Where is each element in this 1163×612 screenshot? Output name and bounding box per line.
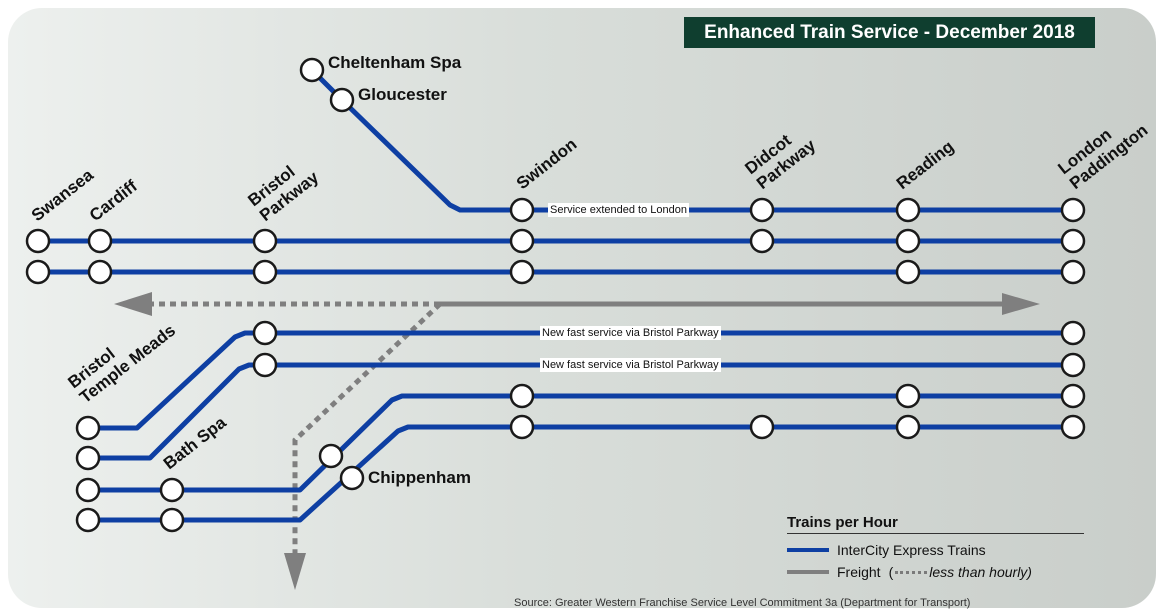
- station-marker-didcot-r1: [749, 197, 775, 223]
- legend-label-freight-less: less than hourly): [929, 564, 1032, 580]
- station-marker-bristol-parkway-r2: [252, 228, 278, 254]
- station-marker-reading-r3: [895, 259, 921, 285]
- station-marker-paddington-r6: [1060, 383, 1086, 409]
- station-marker-swindon-r2: [509, 228, 535, 254]
- station-marker-chippenham-r7: [339, 465, 365, 491]
- freight-arrow-west: [114, 292, 152, 316]
- station-marker-reading-r6: [895, 383, 921, 409]
- line-temple-meads-chippenham-2: [88, 424, 1073, 523]
- station-marker-bath-spa-r6: [159, 477, 185, 503]
- station-marker-didcot-r7: [749, 414, 775, 440]
- freight-line-south: [292, 302, 442, 555]
- station-marker-swindon-r6: [509, 383, 535, 409]
- station-marker-paddington-r3: [1060, 259, 1086, 285]
- line-temple-meads-chippenham-1: [88, 393, 1073, 493]
- note-fast-service-2: New fast service via Bristol Parkway: [540, 358, 721, 372]
- station-marker-bath-spa-r7: [159, 507, 185, 533]
- legend-item-intercity: InterCity Express Trains: [787, 539, 1084, 561]
- legend-title: Trains per Hour: [787, 514, 1084, 534]
- station-marker-didcot-r2: [749, 228, 775, 254]
- station-marker-swindon-r3: [509, 259, 535, 285]
- note-service-extended: Service extended to London: [548, 203, 689, 217]
- station-marker-paddington-r2: [1060, 228, 1086, 254]
- legend-freight-paren: (: [888, 564, 894, 580]
- diagram-title: Enhanced Train Service - December 2018: [684, 17, 1095, 48]
- source-note: Source: Greater Western Franchise Servic…: [514, 597, 971, 609]
- intercity-lines: [38, 68, 1073, 523]
- station-marker-reading-r2: [895, 228, 921, 254]
- station-marker-reading-r1: [895, 197, 921, 223]
- freight-arrow-east: [1002, 293, 1040, 315]
- label-gloucester: Gloucester: [358, 85, 447, 104]
- legend-swatch-freight: [787, 570, 829, 574]
- line-temple-meads-fast-2: [88, 362, 1073, 461]
- station-marker-chippenham-r6: [318, 443, 344, 469]
- station-marker-cardiff-r3: [87, 259, 113, 285]
- station-marker-bristol-parkway-r5: [252, 352, 278, 378]
- legend-label-intercity: InterCity Express Trains: [837, 542, 986, 558]
- station-markers: [25, 57, 1086, 533]
- station-marker-bristol-parkway-r3: [252, 259, 278, 285]
- note-fast-service-1: New fast service via Bristol Parkway: [540, 326, 721, 340]
- legend-dotted-swatch: [895, 570, 928, 574]
- station-marker-cardiff-r2: [87, 228, 113, 254]
- station-marker-swindon-r7: [509, 414, 535, 440]
- legend: Trains per Hour InterCity Express Trains…: [787, 514, 1084, 583]
- station-marker-bristol-parkway-r4: [252, 320, 278, 346]
- legend-label-freight: Freight: [837, 564, 881, 580]
- station-marker-temple-meads-r6: [75, 477, 101, 503]
- label-cheltenham-spa: Cheltenham Spa: [328, 53, 462, 72]
- station-marker-temple-meads-r7: [75, 507, 101, 533]
- label-chippenham: Chippenham: [368, 468, 471, 487]
- station-marker-paddington-r5: [1060, 352, 1086, 378]
- station-marker-swansea-r3: [25, 259, 51, 285]
- station-marker-paddington-r7: [1060, 414, 1086, 440]
- legend-swatch-intercity: [787, 548, 829, 552]
- station-marker-cheltenham-spa: [299, 57, 325, 83]
- station-marker-paddington-r1: [1060, 197, 1086, 223]
- station-marker-gloucester: [329, 87, 355, 113]
- station-marker-temple-meads-r4: [75, 415, 101, 441]
- station-marker-paddington-r4: [1060, 320, 1086, 346]
- station-marker-temple-meads-r5: [75, 445, 101, 471]
- freight-arrow-south: [284, 553, 306, 590]
- station-marker-swansea-r2: [25, 228, 51, 254]
- station-marker-reading-r7: [895, 414, 921, 440]
- station-marker-swindon-r1: [509, 197, 535, 223]
- diagram-panel: [8, 8, 1156, 608]
- line-temple-meads-fast-1: [88, 330, 1073, 431]
- legend-item-freight: Freight ( less than hourly): [787, 561, 1084, 583]
- freight-lines: [114, 292, 1040, 590]
